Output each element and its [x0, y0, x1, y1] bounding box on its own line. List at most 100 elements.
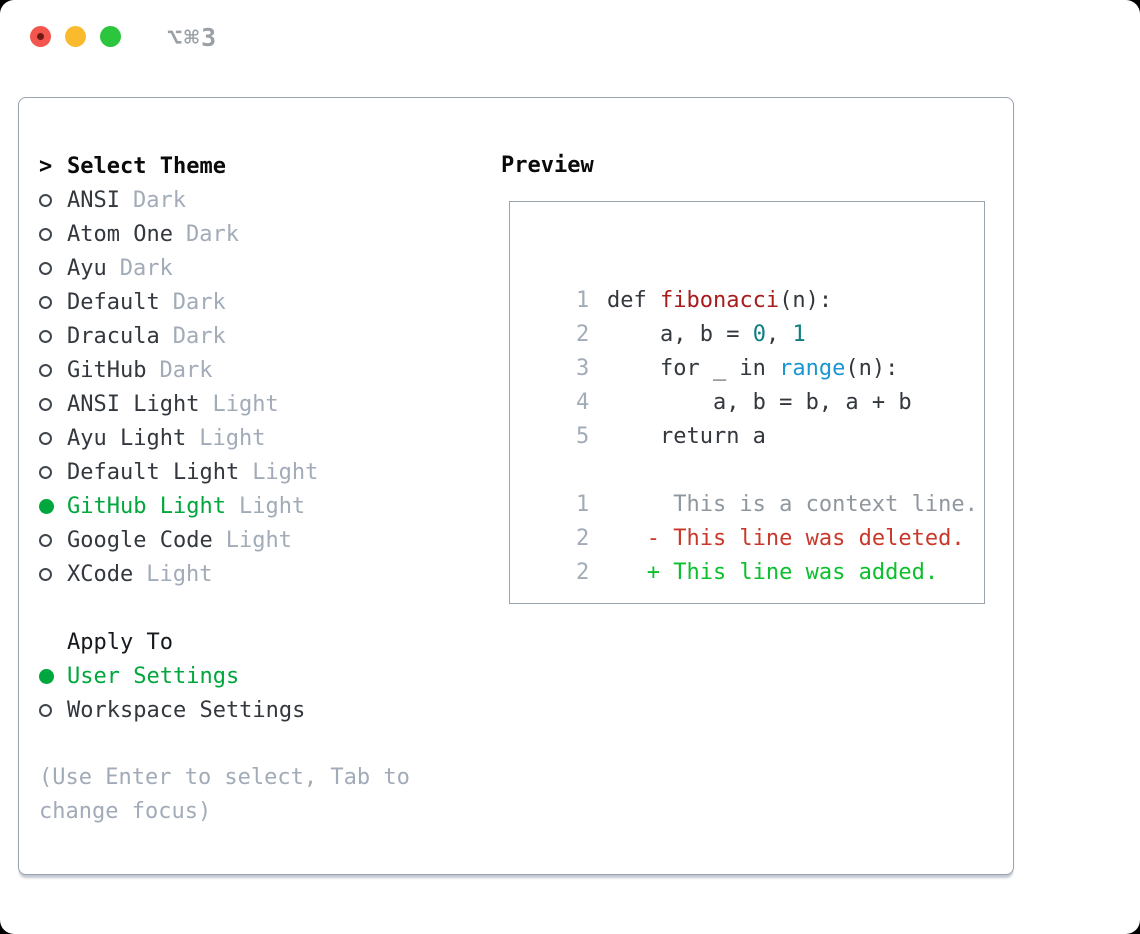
prompt-arrow-icon: >	[39, 153, 53, 179]
radio-unselected-icon	[39, 465, 52, 479]
theme-option[interactable]: ANSI Dark	[39, 183, 479, 217]
hint-gap	[39, 727, 479, 761]
theme-name: Default Light	[67, 459, 240, 485]
line-number: 2	[575, 526, 590, 551]
code-token-number: 1	[792, 322, 806, 347]
code-token-plain: (n):	[779, 288, 833, 313]
theme-variant-tag: Light	[252, 459, 319, 485]
select-theme-header: > Select Theme	[39, 149, 479, 183]
line-number: 3	[575, 356, 590, 381]
apply-to-options: User Settings Workspace Settings	[39, 659, 479, 727]
radio-unselected-icon	[39, 329, 52, 343]
code-token-plain: for _ in	[606, 356, 780, 381]
theme-variant-tag: Light	[225, 527, 292, 553]
code-line: 2 a, b = 0, 1	[523, 284, 984, 347]
code-line: 3 for _ in range(n):	[523, 318, 984, 381]
apply-to-header: Apply To	[39, 625, 479, 659]
radio-unselected-icon	[39, 363, 52, 377]
theme-option[interactable]: Default Dark	[39, 285, 479, 319]
preview-title: Preview	[501, 153, 594, 178]
radio-unselected-icon	[39, 397, 52, 411]
theme-name: Atom One	[67, 221, 173, 247]
theme-option[interactable]: Default Light Light	[39, 455, 479, 489]
code-token-added: + This line was added.	[606, 560, 939, 585]
theme-name: Dracula	[67, 323, 160, 349]
theme-variant-tag: Light	[212, 391, 279, 417]
window-titlebar: ⌥⌘3	[0, 0, 1140, 74]
theme-option[interactable]: Ayu Light Light	[39, 421, 479, 455]
apply-to-label: User Settings	[67, 663, 240, 689]
theme-name: Ayu Light	[67, 425, 187, 451]
code-line: 2 + This line was added.	[523, 522, 984, 585]
close-button-dot-icon	[37, 33, 44, 40]
theme-name: XCode	[67, 561, 134, 587]
code-token-plain: def	[606, 288, 660, 313]
section-gap	[39, 591, 479, 625]
theme-option[interactable]: Atom One Dark	[39, 217, 479, 251]
radio-unselected-icon	[39, 431, 52, 445]
theme-name: GitHub	[67, 357, 147, 383]
theme-variant-tag: Light	[238, 493, 306, 519]
code-line: 2 - This line was deleted.	[523, 488, 984, 551]
radio-unselected-icon	[39, 193, 52, 207]
line-number: 1	[575, 288, 590, 313]
apply-to-label: Workspace Settings	[67, 697, 306, 723]
window-title: ⌥⌘3	[167, 23, 219, 52]
radio-unselected-icon	[39, 295, 52, 309]
theme-name: ANSI	[67, 187, 120, 213]
code-line: 1 This is a context line.	[523, 454, 984, 517]
radio-selected-icon	[39, 498, 54, 514]
zoom-button[interactable]	[100, 26, 121, 47]
code-token-function: fibonacci	[659, 288, 780, 313]
theme-variant-tag: Light	[146, 561, 213, 587]
theme-variant-tag: Dark	[159, 357, 213, 383]
code-token-number: 0	[752, 322, 766, 347]
radio-unselected-icon	[39, 703, 52, 717]
radio-unselected-icon	[39, 567, 52, 581]
theme-option[interactable]: Ayu Dark	[39, 251, 479, 285]
keyboard-hint: (Use Enter to select, Tab to change focu…	[39, 765, 410, 824]
apply-to-title: Apply To	[67, 629, 173, 655]
code-token-builtin: range	[779, 356, 846, 381]
code-token-plain: ,	[765, 322, 793, 347]
close-button[interactable]	[30, 26, 51, 47]
theme-option[interactable]: Google Code Light	[39, 523, 479, 557]
theme-variant-tag: Dark	[185, 221, 239, 247]
theme-name: Google Code	[67, 527, 213, 553]
radio-unselected-icon	[39, 533, 52, 547]
line-number: 2	[575, 322, 590, 347]
theme-option[interactable]: ANSI Light Light	[39, 387, 479, 421]
theme-variant-tag: Dark	[119, 255, 173, 281]
apply-to-option[interactable]: User Settings	[39, 659, 479, 693]
code-token-deleted: - This line was deleted.	[606, 526, 965, 551]
line-number: 5	[575, 424, 590, 449]
radio-unselected-icon	[39, 261, 52, 275]
theme-name: Ayu	[67, 255, 107, 281]
theme-variant-tag: Dark	[132, 187, 186, 213]
theme-option[interactable]: XCode Light	[39, 557, 479, 591]
theme-list-title: Select Theme	[67, 153, 226, 179]
code-line: 1 def fibonacci(n):	[523, 250, 984, 313]
minimize-button[interactable]	[65, 26, 86, 47]
radio-unselected-icon	[39, 227, 52, 241]
theme-name: ANSI Light	[67, 391, 200, 417]
code-token-context: This is a context line.	[606, 492, 978, 517]
theme-option[interactable]: GitHub Dark	[39, 353, 479, 387]
code-token-plain: return a	[606, 424, 766, 449]
theme-variant-tag: Dark	[172, 289, 226, 315]
apply-to-option[interactable]: Workspace Settings	[39, 693, 479, 727]
theme-variant-tag: Light	[199, 425, 266, 451]
code-token-plain: a, b = b, a + b	[606, 390, 912, 415]
theme-name: Default	[67, 289, 160, 315]
code-token-plain: (n):	[845, 356, 899, 381]
line-number: 2	[575, 560, 590, 585]
code-token-plain: a, b =	[606, 322, 753, 347]
line-number: 1	[575, 492, 590, 517]
